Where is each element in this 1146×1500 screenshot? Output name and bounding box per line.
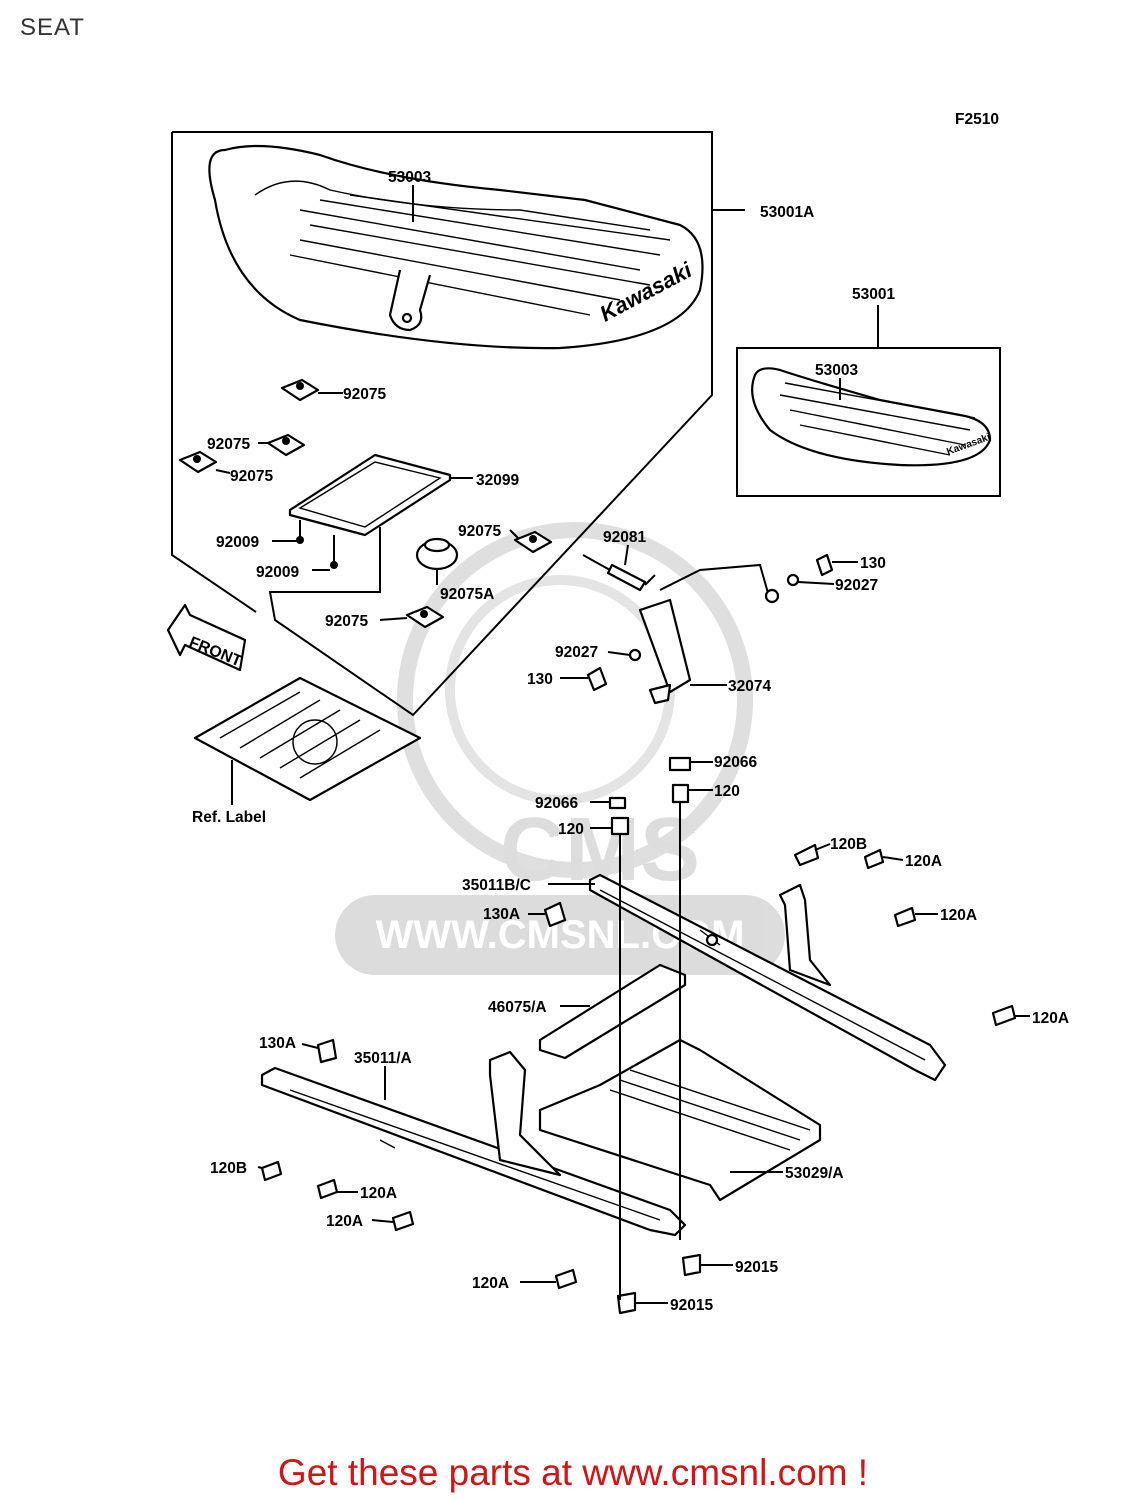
- callout-130A-b: 130A: [259, 1035, 296, 1052]
- kit-boundary: [171, 131, 713, 717]
- callout-53001A: 53001A: [760, 204, 814, 221]
- callout-92015-b: 92015: [670, 1297, 713, 1314]
- callout-130-b: 130: [527, 671, 553, 688]
- callout-120A-b: 120A: [940, 907, 977, 924]
- ref-label-text: Ref. Label: [192, 809, 266, 826]
- ref-label-sheet: Ref. Label: [192, 676, 422, 826]
- callout-92075-e: 92075: [325, 613, 368, 630]
- callout-35011BC: 35011B/C: [462, 877, 531, 894]
- callout-120A-f: 120A: [472, 1275, 509, 1292]
- callout-92081: 92081: [603, 529, 646, 546]
- callout-120B-b: 120B: [210, 1160, 247, 1177]
- callout-53001: 53001: [852, 286, 895, 303]
- page-title: SEAT: [20, 14, 85, 41]
- callout-53003-main: 53003: [388, 169, 431, 186]
- callout-120A-d: 120A: [360, 1185, 397, 1202]
- callout-labels: 53003 53001A 53001 53003 92075 92075 920…: [207, 169, 1069, 1314]
- callout-46075A: 46075/A: [488, 999, 547, 1016]
- callout-35011A: 35011/A: [354, 1050, 412, 1067]
- tray-part: [288, 453, 452, 569]
- callout-53003-inset: 53003: [815, 362, 858, 379]
- front-arrow: FRONT: [166, 603, 247, 672]
- callout-120A-e: 120A: [326, 1213, 363, 1230]
- callout-130-a: 130: [860, 555, 886, 572]
- clip-parts: [178, 378, 553, 629]
- callout-120-a: 120: [714, 783, 740, 800]
- callout-120-b: 120: [558, 821, 584, 838]
- callout-120B-a: 120B: [830, 836, 867, 853]
- callout-92075-c: 92075: [230, 468, 273, 485]
- frame-upper: [588, 873, 947, 1082]
- callout-120A-c: 120A: [1032, 1010, 1069, 1027]
- callout-92027-b: 92027: [555, 644, 598, 661]
- seat-main: Kawasaki: [208, 144, 704, 350]
- callout-32099: 32099: [476, 472, 519, 489]
- diagram-code: F2510: [955, 111, 999, 128]
- callout-92027-a: 92027: [835, 577, 878, 594]
- inset-box: [736, 347, 1001, 497]
- frame-lower: [260, 1050, 687, 1237]
- callout-92009-a: 92009: [216, 534, 259, 551]
- callout-92075-a: 92075: [343, 386, 386, 403]
- leader-lines: [215, 185, 1030, 1304]
- callout-32074: 32074: [728, 678, 771, 695]
- callout-92015-a: 92015: [735, 1259, 778, 1276]
- callout-92066-a: 92066: [714, 754, 757, 771]
- callout-92075A: 92075A: [440, 586, 494, 603]
- callout-120A-a: 120A: [905, 853, 942, 870]
- seat-inset: Kawasaki: [751, 367, 992, 467]
- fasteners: [260, 756, 1017, 1315]
- callout-130A-a: 130A: [483, 906, 520, 923]
- pad-part: [538, 963, 687, 1060]
- callout-92009-b: 92009: [256, 564, 299, 581]
- cta-link[interactable]: Get these parts at www.cmsnl.com !: [277, 1452, 869, 1493]
- callout-92066-b: 92066: [535, 795, 578, 812]
- callout-53029A: 53029/A: [785, 1165, 844, 1182]
- lock-parts: [582, 553, 834, 705]
- callout-92075-b: 92075: [207, 436, 250, 453]
- callout-92075-d: 92075: [458, 523, 501, 540]
